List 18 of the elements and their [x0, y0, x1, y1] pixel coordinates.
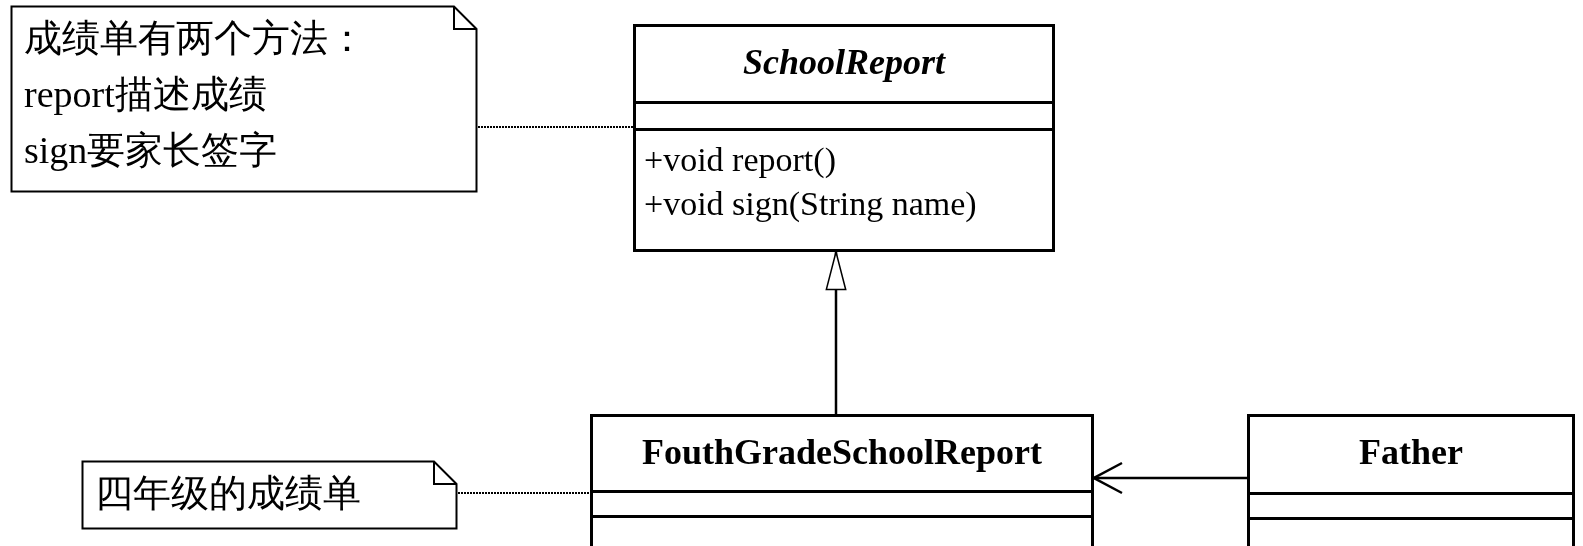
class-box	[1247, 414, 1575, 546]
method-text: +void report()	[644, 141, 836, 179]
note-box	[10, 5, 478, 193]
note-text: 成绩单有两个方法：	[24, 16, 366, 61]
inheritance-arrow	[825, 251, 847, 414]
note-text: report描述成绩	[24, 72, 267, 117]
dotted-connector	[457, 492, 591, 494]
class-name: SchoolReport	[742, 41, 947, 83]
class-box	[633, 24, 1055, 252]
class-name: Father	[1358, 431, 1464, 473]
method-text: +void sign(String name)	[644, 185, 977, 223]
note-box	[81, 460, 458, 530]
note-text: 四年级的成绩单	[95, 471, 361, 516]
class-box	[590, 414, 1094, 546]
dotted-connector	[477, 126, 634, 128]
note-text: sign要家长签字	[24, 128, 278, 173]
association-arrow	[1092, 461, 1247, 495]
class-name: FouthGradeSchoolReport	[641, 431, 1043, 473]
